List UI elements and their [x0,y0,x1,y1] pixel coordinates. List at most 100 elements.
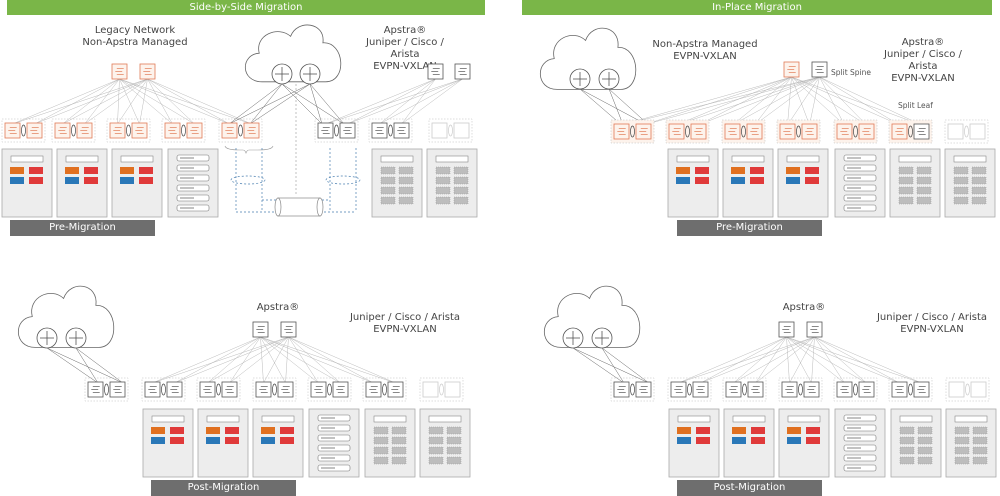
lag-icon [334,124,339,137]
vm-red [696,427,710,434]
rack-header [65,155,99,163]
storage-unit [953,196,969,205]
vm-red [750,167,764,174]
storage-unit [954,446,970,455]
vm-orange [676,167,690,174]
storage-rack-icon [364,408,416,478]
storage-unit [953,186,969,195]
link [34,78,120,125]
storage-unit [446,426,462,435]
link [811,336,815,384]
leaf-pair-box [106,118,151,143]
link [786,336,790,384]
switch-body [422,381,439,398]
rack-header [428,415,462,423]
link [643,76,792,126]
storage-unit [391,426,407,435]
leaf-pair-box [84,377,129,402]
storage-unit [428,426,444,435]
switch-icon [422,381,439,398]
switch-icon [635,381,652,398]
switch-icon [836,123,853,140]
lag-icon [388,124,393,137]
storage-unit [453,196,469,205]
switch-icon [317,122,334,139]
brace-icon [224,145,274,154]
lag-icon [853,383,858,396]
storage-unit [899,436,915,445]
db-end [316,197,324,217]
switch-icon [109,122,126,139]
lag-icon [161,383,166,396]
vm-red [84,167,98,174]
split-leaf-label: Split Leaf [898,101,933,110]
server-rack-icon [667,148,719,218]
link [819,76,900,126]
rack-header [677,415,711,423]
link [819,76,922,126]
link [786,336,922,384]
server-rack-icon [1,148,53,218]
switch-icon [164,122,181,139]
apstra-label-post-left: Apstra® [256,302,300,313]
vm-red [84,177,98,184]
switch-body [970,381,987,398]
leaf-pair-box [196,377,241,402]
vm-blue [677,437,691,444]
link [119,78,230,125]
link [260,336,341,384]
vm-red [225,427,239,434]
link [621,76,792,126]
link [288,336,396,384]
vm-orange [677,427,691,434]
switch-body [431,122,448,139]
link [732,76,792,126]
switch-icon [365,381,382,398]
switch-icon [746,123,763,140]
apstra-spine-switch [454,63,471,80]
link [676,76,820,126]
link [379,78,436,125]
link [819,76,845,126]
switch-icon [803,381,820,398]
apstra-spine-switch [280,321,297,338]
vendor-label-post-left: Juniper / Cisco / Arista EVPN-VXLAN [349,312,461,335]
leaf-pair-box [218,118,263,143]
switch-icon [836,381,853,398]
storage-unit [898,166,914,175]
link [601,347,650,384]
switch-icon [613,381,630,398]
storage-unit [398,176,414,185]
router-icon [562,327,584,349]
router-icon [598,68,620,90]
lag-icon [965,383,970,396]
post-migration-bar-left: Post-Migration [151,480,296,496]
apstra-leaf-pair [368,118,413,143]
lag-icon [439,383,444,396]
apstra-spine-switch [778,321,795,338]
switch-icon [54,122,71,139]
switch-icon [166,381,183,398]
vm-orange [787,427,801,434]
vm-red [170,427,184,434]
link [174,336,261,384]
leaf-pair-box [252,377,297,402]
link [572,347,650,384]
link [401,78,436,125]
switch-icon [891,381,908,398]
apstra-spine-switch [427,63,444,80]
vm-red [280,437,294,444]
server-rack-icon [722,148,774,218]
storage-unit [898,186,914,195]
switch-icon [747,381,764,398]
link [325,78,436,125]
switch-icon [947,123,964,140]
switch-icon [692,381,709,398]
link [147,78,230,125]
router-icon [271,63,293,85]
rack-header [786,155,820,163]
link [786,336,812,384]
switch-icon [26,122,43,139]
router-icon [591,327,613,349]
